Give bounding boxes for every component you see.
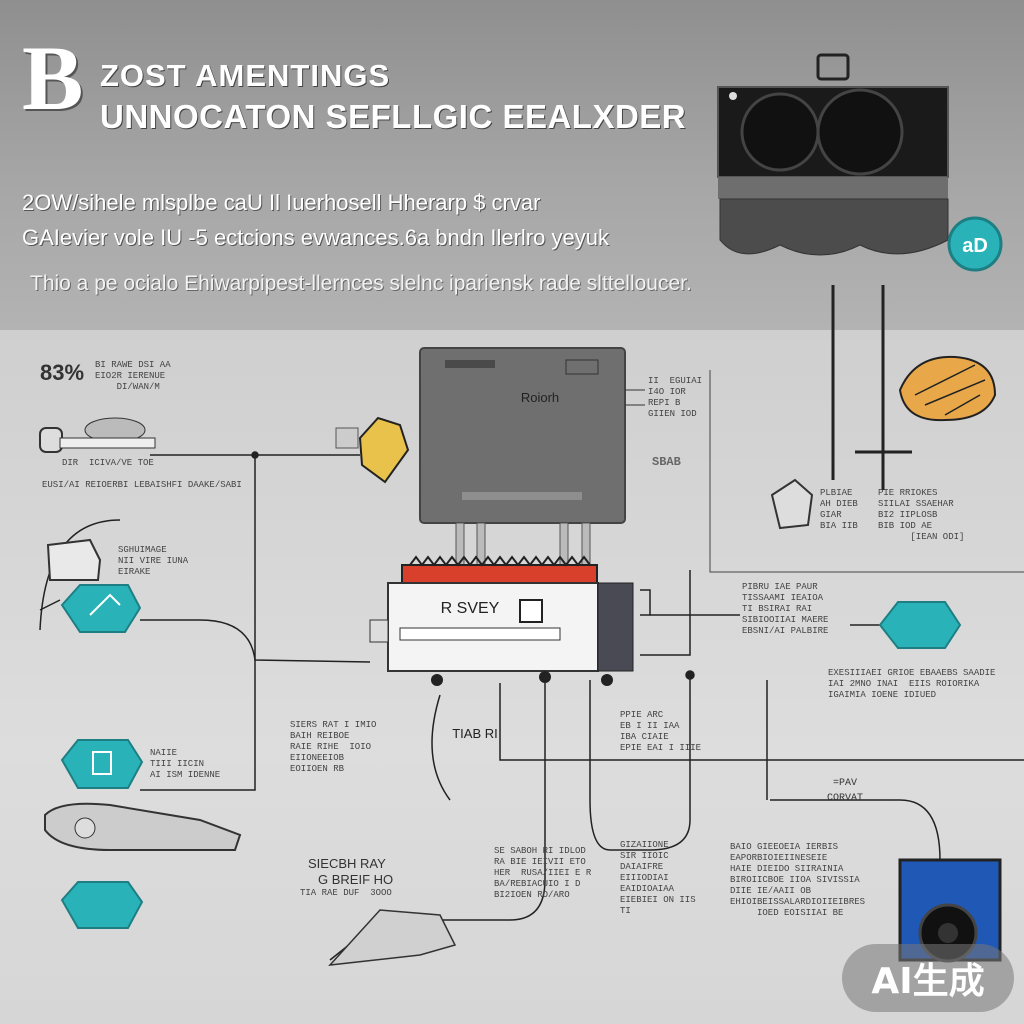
label-l2-desc: SGHUIMAGE NII VIRE IUNA EIRAKE	[118, 545, 189, 577]
ai-generated-watermark: AI生成	[842, 944, 1014, 1012]
title-line-1: ZOST AMENTINGS	[100, 58, 391, 93]
corvat-top: =PAV	[833, 778, 857, 789]
label-right1-desc: PLBIAE AH DIEB GIAR BIA IIB	[820, 488, 858, 531]
subtitle-line-1: 2OW/sihele mlsplbe caU Il Iuerhosell Hhe…	[22, 190, 541, 215]
main-box-label: Roiorh	[521, 390, 559, 405]
subtitle-line-3: Thio a pe ocialo Ehiwarpipest-llernces s…	[30, 272, 692, 295]
logo-mark: B	[22, 27, 84, 129]
label-bottom-left-1: SIECBH RAY	[308, 856, 386, 871]
label-mid-desc: PPIE ARC EB I II IAA IBA CIAIE EPIE EAI …	[620, 710, 702, 753]
heater-fins	[401, 555, 598, 586]
label-mod-right-desc: PIBRU IAE PAUR TISSAAMI IEAIOA TI BSIRAI…	[742, 582, 829, 636]
right-stone-icon	[770, 478, 814, 530]
label-bottom-mid-desc: SE SABOH RI IDLOD RA BIE IEIVII ETO HER …	[494, 846, 592, 900]
label-right3-desc: EXESIIIAEI GRIOE EBAAEBS SAADIE IAI 2MNO…	[828, 668, 996, 700]
label-tl-desc: BI RAWE DSI AA EIO2R IERENUE DI/WAN/M	[95, 360, 171, 392]
label-box-right-desc: II EGUIAI I4O IOR REPI B GIIEN IOD	[648, 376, 703, 419]
label-center-left-desc: SIERS RAT I IMIO BAIH REIBOE RAIE RIHE I…	[290, 720, 377, 774]
label-l1-desc: DIR ICIVA/VE TOE	[62, 458, 154, 468]
label-right2-desc: PIE RRIOKES SIILAI SSAEHAR BI2 IIPLOSB B…	[878, 488, 965, 542]
center-label: TIAB RI	[452, 726, 498, 741]
sensor-module	[369, 582, 634, 686]
label-bottom-left-2: G BREIF HO	[318, 872, 394, 887]
top-left-code: 83%	[40, 360, 84, 385]
label-l3-desc: NAIIE TIII IICIN AI ISM IDENNE	[150, 748, 221, 780]
teal-hexagon-icon-right	[878, 601, 962, 649]
label-l1-blurb: EUSI/AI REIOERBI LEBAISHFI DAAKE/SABI	[42, 480, 242, 490]
corvat-label: CORVAT	[827, 793, 863, 804]
left-gear-icon	[44, 802, 242, 851]
speaker-device-icon	[717, 53, 949, 256]
label-bottom-left-3: TIA RAE DUF 3OOO	[300, 888, 392, 898]
label-right-gray: SBAB	[652, 455, 681, 469]
main-device-box	[419, 347, 645, 524]
module-label: R SVEY	[441, 600, 500, 617]
bottom-hand-sketch	[328, 909, 457, 966]
subtitle-line-2: GAIevier vole IU -5 ectcions evwances.6a…	[22, 225, 609, 250]
gold-gem-icon	[335, 416, 410, 484]
teal-badge-icon: aD	[947, 216, 1003, 272]
svg-text:aD: aD	[962, 235, 988, 257]
left-hand-icon	[46, 538, 102, 581]
left-icon-1	[39, 417, 156, 453]
title-line-2: UNNOCATON SEFLLGIC EEALXDER	[100, 98, 687, 135]
label-bottom-mid2-desc: GIZAIIONE SIR IIOIC DAIAIFRE EIIIODIAI E…	[620, 840, 696, 916]
gold-shell-icon	[898, 355, 997, 422]
teal-hexagon-icon-2	[60, 739, 144, 789]
teal-hexagon-icon-1	[60, 584, 142, 633]
label-bottom-right-desc: BAIO GIEEOEIA IERBIS EAPORBIOIEIINESEIE …	[730, 842, 866, 918]
teal-hexagon-icon-3	[60, 881, 144, 929]
